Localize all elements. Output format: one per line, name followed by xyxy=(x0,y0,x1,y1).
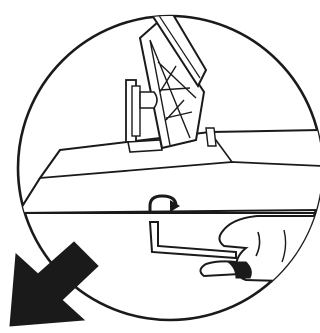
right-clip xyxy=(206,128,216,146)
bracket-knob xyxy=(140,92,157,108)
bracket-plate xyxy=(132,86,140,136)
strut-foot xyxy=(128,140,162,152)
